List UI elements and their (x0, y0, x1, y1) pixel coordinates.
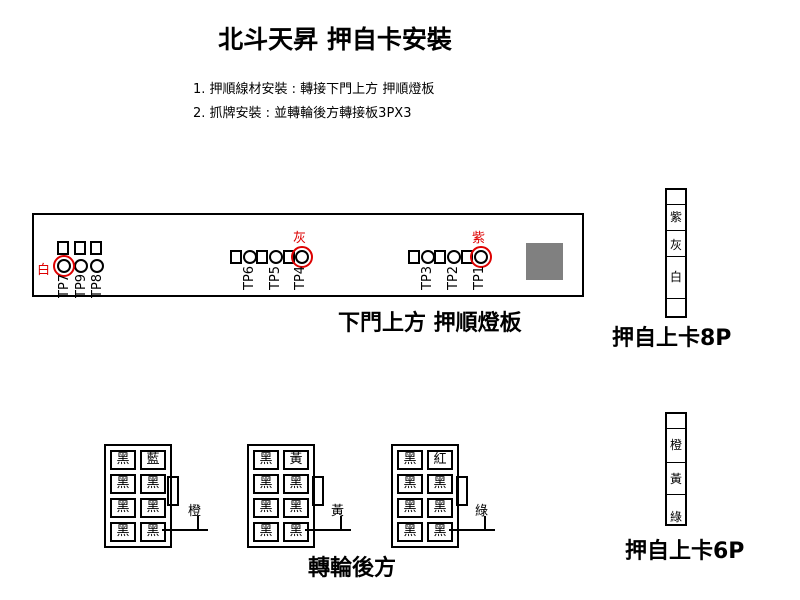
pad-square (90, 241, 102, 255)
connector-8p-cell-2: 灰 (669, 238, 682, 252)
pin-cell: 黑 (397, 450, 423, 470)
pin-cell: 黑 (283, 498, 309, 518)
pin-cell: 黑 (397, 522, 423, 542)
tp5-pad (269, 250, 283, 264)
tp7-label: TP7 (57, 273, 72, 298)
pin-cell: 黑 (397, 474, 423, 494)
connector-6p-cell-3: 綠 (669, 510, 682, 524)
reel-connector-3: 黑 紅 黑 黑 黑 黑 黑 黑 (391, 444, 459, 548)
connector-6p-cell-2: 黃 (669, 472, 682, 486)
pin-cell: 黑 (427, 498, 453, 518)
pin-cell: 黑 (140, 498, 166, 518)
connector-8p-cell-1: 紫 (669, 210, 682, 224)
pin-cell: 黑 (253, 498, 279, 518)
pin-cell: 黑 (283, 474, 309, 494)
tp9-label: TP9 (74, 273, 89, 298)
reel-connector-2: 黑 黃 黑 黑 黑 黑 黑 黑 (247, 444, 315, 548)
tp5-label: TP5 (268, 265, 283, 290)
tp2-pad (447, 250, 461, 264)
pin-cell: 黑 (283, 522, 309, 542)
pad-square (230, 250, 242, 264)
connector-8p-cell-3: 白 (669, 270, 682, 284)
pin-cell: 黑 (110, 498, 136, 518)
page-title: 北斗天昇 押自卡安裝 (218, 25, 452, 54)
marker-purple: 紫 (472, 231, 486, 246)
connector-8p: 紫 灰 白 (665, 188, 687, 318)
pad-square (74, 241, 86, 255)
tp9-pad (74, 259, 88, 273)
connector-6p-cell-1: 橙 (669, 438, 682, 452)
tp3-pad (421, 250, 435, 264)
tp8-pad (90, 259, 104, 273)
reel-connector-1-latch (167, 476, 179, 506)
pin-cell: 藍 (140, 450, 166, 470)
reel-connector-1-wire-label: 橙 (188, 504, 202, 519)
tp4-highlight-ring (291, 246, 313, 268)
tp3-label: TP3 (420, 265, 435, 290)
pad-square (57, 241, 69, 255)
reel-label: 轉輪後方 (308, 556, 397, 581)
reel-connector-1: 黑 藍 黑 黑 黑 黑 黑 黑 (104, 444, 172, 548)
tp8-label: TP8 (90, 273, 105, 298)
pin-cell: 黑 (427, 474, 453, 494)
connector-6p-label: 押自上卡6P (625, 539, 745, 564)
pin-cell: 黑 (110, 522, 136, 542)
note-2: 2. 抓牌安裝 : 並轉輪後方轉接板3PX3 (193, 106, 412, 121)
marker-gray: 灰 (293, 231, 307, 246)
pin-cell: 黑 (110, 474, 136, 494)
reel-connector-3-latch (456, 476, 468, 506)
pad-square (256, 250, 268, 264)
light-board (32, 213, 584, 297)
pin-cell: 黑 (110, 450, 136, 470)
connector-6p: 橙 黃 綠 (665, 412, 687, 526)
pin-cell: 黑 (427, 522, 453, 542)
pin-cell: 黑 (397, 498, 423, 518)
reel-connector-3-wire-label: 綠 (475, 504, 489, 519)
tp4-label: TP4 (293, 265, 308, 290)
pin-cell: 黑 (253, 522, 279, 542)
reel-connector-2-latch (312, 476, 324, 506)
tp7-highlight-ring (53, 255, 75, 277)
reel-connector-3-wire (449, 516, 495, 531)
board-label: 下門上方 押順燈板 (338, 311, 522, 336)
tp6-label: TP6 (242, 265, 257, 290)
pin-cell: 黑 (253, 474, 279, 494)
pin-cell: 黃 (283, 450, 309, 470)
tp1-label: TP1 (472, 265, 487, 290)
tp6-pad (243, 250, 257, 264)
tp2-label: TP2 (446, 265, 461, 290)
chip (526, 243, 563, 280)
reel-connector-1-wire (162, 516, 208, 531)
tp1-highlight-ring (470, 246, 492, 268)
pin-cell: 黑 (140, 522, 166, 542)
pin-cell: 紅 (427, 450, 453, 470)
pad-square (434, 250, 446, 264)
reel-connector-2-wire-label: 黃 (331, 504, 345, 519)
pin-cell: 黑 (253, 450, 279, 470)
pad-square (408, 250, 420, 264)
reel-connector-2-wire (305, 516, 351, 531)
pin-cell: 黑 (140, 474, 166, 494)
note-1: 1. 押順線材安裝 : 轉接下門上方 押順燈板 (193, 82, 435, 97)
connector-8p-label: 押自上卡8P (612, 326, 732, 351)
marker-white: 白 (37, 263, 51, 278)
